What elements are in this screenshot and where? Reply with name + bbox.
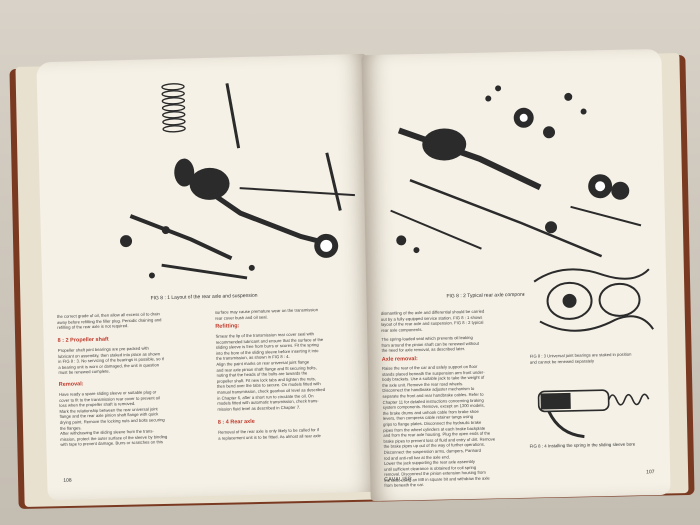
intro-paragraph: dismantling of the axle and differential… — [380, 308, 485, 333]
section-heading-rear-axle: 8 : 4 Rear axle — [217, 418, 255, 426]
section-heading-propeller-shaft: 8 : 2 Propeller shaft — [57, 336, 109, 344]
running-head: CAVALIER — [384, 476, 413, 483]
fig-8-3-caption: FIG 8 : 3 Universal joint bearings are s… — [529, 351, 632, 365]
left-page: FIG 8 : 1 Layout of the rear axle and su… — [36, 53, 378, 501]
axle-removal-paragraph: Raise the rear of the car and safely sup… — [381, 363, 496, 489]
rear-axle-exploded-diagram — [120, 83, 355, 280]
rear-axle-components-diagram — [390, 85, 642, 258]
page-number-right: 107 — [646, 469, 655, 476]
intro-paragraph: the correct grade of oil, then allow all… — [56, 311, 162, 331]
refitting-intro: surface may cause premature wear on the … — [214, 307, 319, 321]
subheading-refitting: Refitting: — [215, 323, 240, 330]
subheading-axle-removal: Axle removal: — [381, 356, 418, 363]
propeller-shaft-paragraph: Propeller shaft joint bearings are pre-p… — [57, 345, 164, 376]
spring-installation-illustration — [537, 389, 650, 439]
seal-paragraph: The spring-loaded seal which prevents oi… — [381, 334, 480, 354]
fig-8-4-caption: FIG 8 : 4 Installing the spring in the s… — [529, 441, 636, 449]
removal-paragraph: Have ready a spare sliding sleeve or sui… — [58, 389, 168, 448]
right-page: FIG 8 : 2 Typical rear axle components d… — [361, 48, 671, 502]
refitting-paragraph: Smear the lip of the transmission rear c… — [215, 331, 326, 412]
figure-caption: FIG 8 : 2 Typical rear axle components — [446, 291, 533, 300]
universal-joint-illustration — [523, 259, 660, 352]
subheading-removal: Removal: — [58, 381, 84, 388]
figure-caption: FIG 8 : 1 Layout of the rear axle and su… — [150, 292, 258, 302]
rear-axle-paragraph: Removal of the rear axle is only likely … — [218, 427, 321, 441]
page-number-left: 108 — [63, 477, 72, 484]
